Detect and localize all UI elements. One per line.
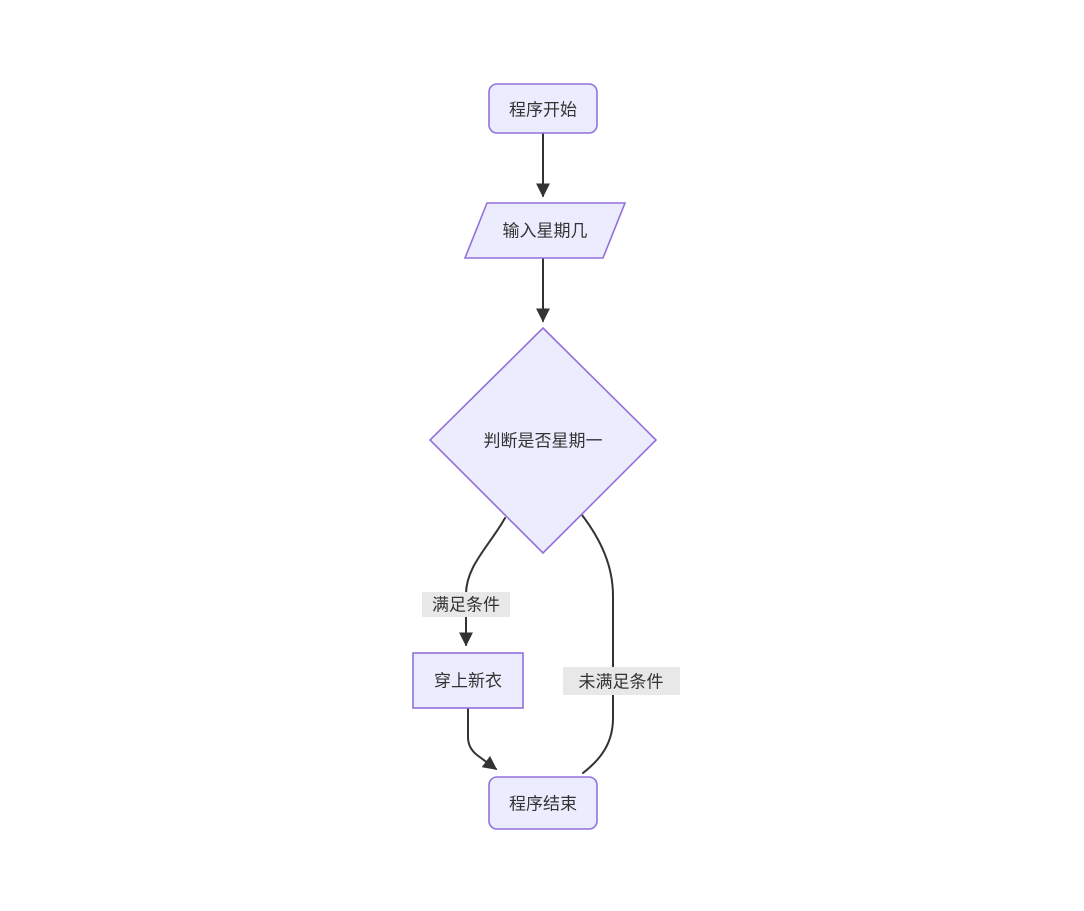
edge-decision-to-end bbox=[581, 514, 614, 774]
decision-node-label: 判断是否星期一 bbox=[484, 432, 603, 451]
start-node-shape bbox=[488, 83, 598, 134]
edge-layer bbox=[459, 132, 614, 774]
node-end: 程序结束 bbox=[488, 776, 598, 830]
node-decision: 判断是否星期一 bbox=[428, 326, 658, 555]
edge-label-condition-not-met: 未满足条件 bbox=[563, 667, 680, 695]
action-node-label: 穿上新衣 bbox=[434, 672, 502, 691]
node-action: 穿上新衣 bbox=[412, 652, 524, 709]
input-node-shape bbox=[463, 202, 627, 259]
edge-decision-to-action bbox=[459, 517, 506, 647]
edge-label-condition-met: 满足条件 bbox=[422, 592, 510, 617]
node-start: 程序开始 bbox=[488, 83, 598, 134]
input-node-label: 输入星期几 bbox=[503, 222, 588, 241]
start-node-label: 程序开始 bbox=[509, 101, 577, 120]
edge-action-to-end bbox=[467, 707, 498, 770]
condition-not-met-label-bg bbox=[563, 667, 680, 695]
decision-node-shape bbox=[428, 326, 658, 555]
node-input: 输入星期几 bbox=[463, 202, 627, 259]
action-node-shape bbox=[412, 652, 524, 709]
end-node-shape bbox=[488, 776, 598, 830]
condition-not-met-label: 未满足条件 bbox=[579, 673, 664, 692]
condition-met-label-bg bbox=[422, 592, 510, 617]
end-node-label: 程序结束 bbox=[509, 795, 577, 814]
condition-met-label: 满足条件 bbox=[432, 596, 500, 615]
